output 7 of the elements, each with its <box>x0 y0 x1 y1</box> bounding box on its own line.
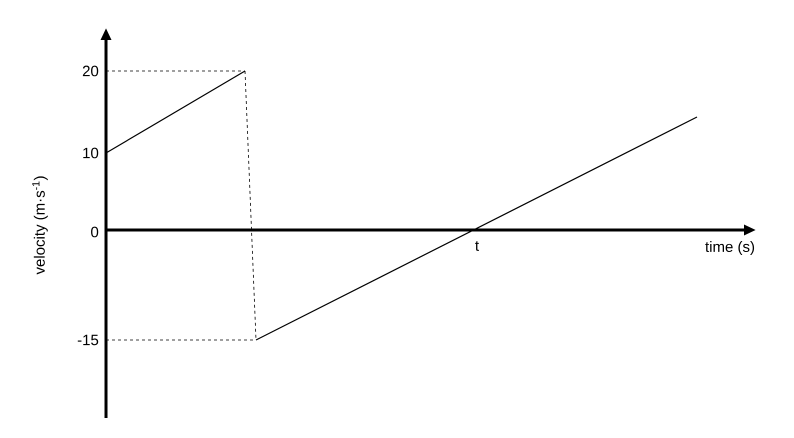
tick-label: -15 <box>78 334 98 346</box>
time-marker: t <box>475 241 479 251</box>
tick-label: 20 <box>82 66 98 76</box>
tick-label: 10 <box>83 148 98 158</box>
tick-label: 0 <box>91 226 98 238</box>
axis-title: time (s) <box>705 241 754 255</box>
axis-title: velocity (m·s$^{-1}$) <box>32 176 48 274</box>
